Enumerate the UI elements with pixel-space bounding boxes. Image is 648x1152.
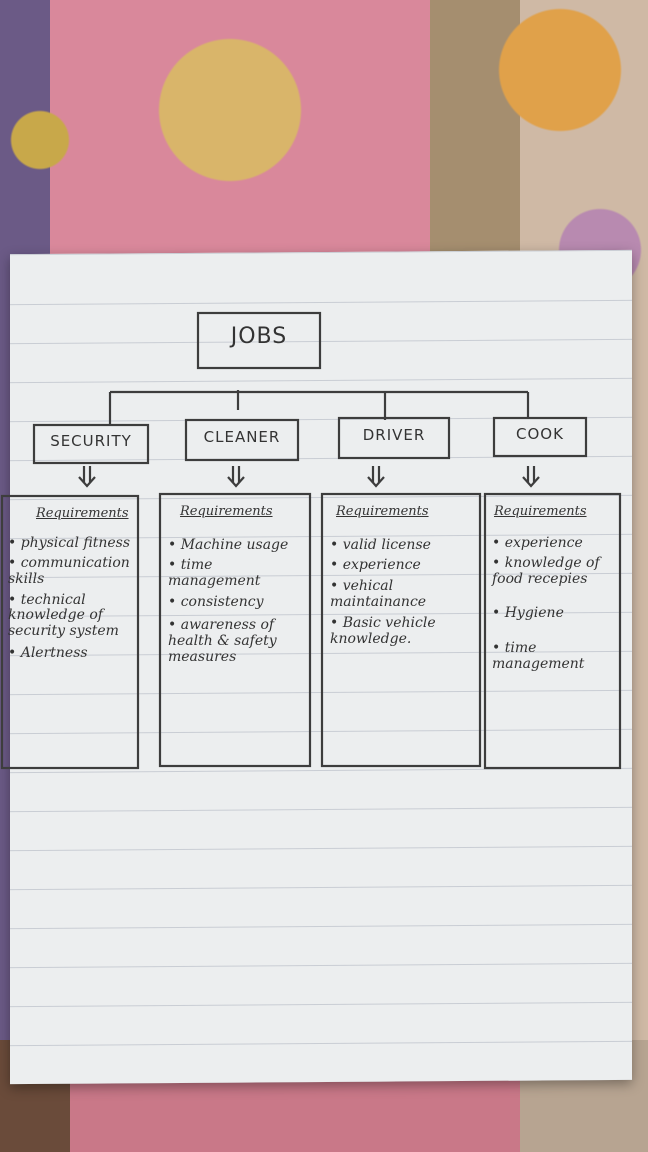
job-title-driver: DRIVER [362,426,426,444]
driver-req-box [320,492,482,768]
job-title-cook: COOK [516,425,564,443]
cleaner-requirements: Requirements • Machine usage • time mana… [168,504,306,670]
job-title-security: SECURITY [50,432,132,450]
list-item: • time management [168,557,261,589]
root-box [196,311,322,370]
security-requirements: Requirements • physical fitness • commun… [8,506,136,666]
arrow-security [78,466,96,488]
root-title: JOBS [230,324,288,349]
list-item: • physical fitness [8,534,131,551]
list-item: • Basic vehicle knowledge. [330,615,436,647]
list-item: • time management [492,640,585,672]
cook-requirements: Requirements • experience • knowledge of… [492,504,616,678]
cook-req-box [483,492,622,770]
security-req-box [0,494,140,770]
list-item: • knowledge of food recepies [492,555,600,587]
cleaner-box [184,418,300,462]
driver-box [337,416,451,460]
list-item: • experience [492,534,583,551]
list-item: • awareness of health & safety measures [168,617,277,665]
list-item: • communication skills [8,555,130,587]
list-item: • Hygiene [492,604,564,621]
arrow-cook [522,466,540,488]
list-item: • experience [330,557,421,574]
arrow-cleaner [227,466,245,488]
list-item: • consistency [168,593,264,610]
list-item: • vehical maintainance [330,577,427,610]
cook-box [492,416,588,458]
driver-requirements: Requirements • valid license • experienc… [330,504,476,653]
job-title-cleaner: CLEANER [203,428,281,446]
requirements-label: Requirements [180,504,273,519]
requirements-label: Requirements [336,504,429,519]
list-item: • technical knowledge of security system [8,591,119,639]
list-item: • Alertness [8,644,88,661]
requirements-label: Requirements [494,504,587,519]
requirements-label: Requirements [36,506,129,521]
security-box [32,423,150,465]
cleaner-req-box [158,492,312,768]
list-item: • Machine usage [168,536,289,553]
list-item: • valid license [330,536,431,553]
arrow-driver [367,466,385,488]
